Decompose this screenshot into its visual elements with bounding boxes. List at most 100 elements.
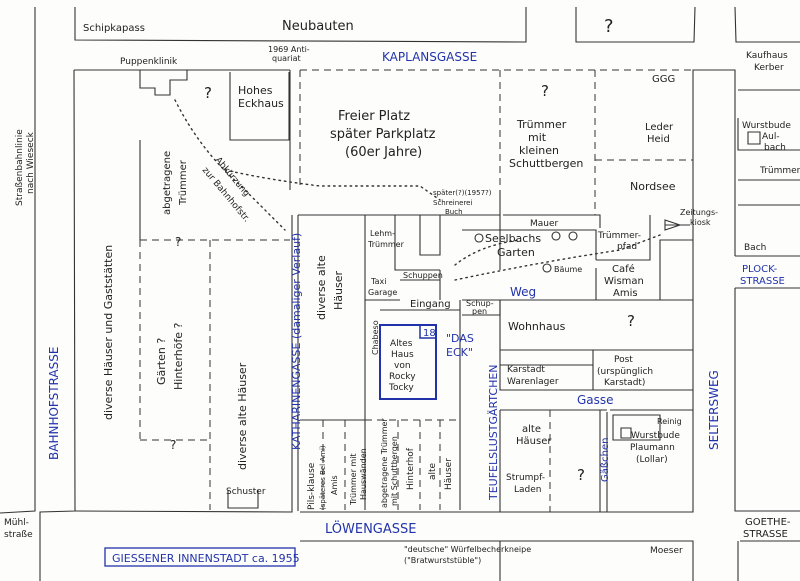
label-zeitungskiosk-2: kiosk xyxy=(690,218,711,227)
house-number-box xyxy=(419,324,437,339)
label-diverse-gast: diverse Häuser und Gaststätten xyxy=(102,245,115,420)
dashed-lines xyxy=(139,69,736,512)
question-top: ? xyxy=(604,16,614,37)
label-wurstbude-2: Aul- xyxy=(762,132,780,142)
das-eck-building xyxy=(379,324,437,400)
street-weg: Weg xyxy=(510,285,536,299)
label-abg-schutt-1: abgetragene Trümmer xyxy=(380,418,389,508)
street-neubauten: Neubauten xyxy=(282,19,354,34)
label-baeume: Bäume xyxy=(554,265,582,274)
tree-markers xyxy=(474,231,578,273)
label-freier-3: (60er Jahre) xyxy=(345,145,422,160)
label-karstadt-2: Warenlager xyxy=(507,377,559,387)
label-bach: Bach xyxy=(744,243,766,253)
arrow-icon xyxy=(664,219,690,231)
label-altes-5: Tocky xyxy=(388,383,414,393)
label-truemmer-2: mit xyxy=(528,131,547,144)
street-gaesschen: Gäßchen xyxy=(600,437,611,482)
label-diverse-alte-1: diverse alte xyxy=(315,255,328,320)
label-chabeso: Chabeso xyxy=(371,320,380,355)
question-mid2: ? xyxy=(170,438,176,452)
label-spaeter-2: Schreinerei xyxy=(433,199,472,207)
label-strumpf-2: Laden xyxy=(514,485,541,495)
label-schuster: Schuster xyxy=(226,487,266,497)
label-schuppen2-2: pen xyxy=(472,307,487,316)
label-daseck-2: ECK" xyxy=(446,346,473,359)
label-gaerten-1: Gärten ? xyxy=(155,338,168,385)
street-bahnhofstrasse: BAHNHOFSTRASSE xyxy=(47,347,61,460)
label-pils-2: (späteres Bel Ami) xyxy=(319,445,327,510)
dotted-paths xyxy=(174,99,661,281)
street-schipkapass: Schipkapass xyxy=(83,23,145,34)
street-goethestrasse-2: STRASSE xyxy=(743,529,788,540)
label-kneipe-2: ("Bratwurststüble") xyxy=(404,556,481,565)
label-truemmerpfad-2: pfad xyxy=(617,242,637,252)
label-mauer: Mauer xyxy=(530,219,559,229)
label-altes-2: Haus xyxy=(391,350,414,360)
label-abg-schutt-2: mit Schuttbergen xyxy=(390,436,399,506)
question-alte: ? xyxy=(577,466,585,484)
label-spaeter-3: Buch xyxy=(445,208,463,216)
label-gaerten-2: Hinterhöfe ? xyxy=(172,322,185,390)
label-eingang: Eingang xyxy=(410,299,451,310)
label-taxi-1: Taxi xyxy=(370,277,386,286)
label-schuppen: Schuppen xyxy=(403,271,443,280)
street-muehlstrasse-1: Mühl- xyxy=(4,518,29,528)
label-alte-h-1: alte xyxy=(428,462,438,480)
tram-label-1: Straßenbahnlinie xyxy=(15,129,25,206)
label-reinig: Reinig xyxy=(657,417,682,426)
question-mid1: ? xyxy=(175,235,181,249)
label-nordsee: Nordsee xyxy=(630,180,676,193)
title-box xyxy=(104,547,296,567)
tram-label-2: nach Wieseck xyxy=(26,131,36,194)
street-goethestrasse-1: GOETHE- xyxy=(745,517,791,528)
label-kaufhaus-2: Kerber xyxy=(754,63,784,73)
street-gasse: Gasse xyxy=(577,393,614,407)
label-cafe-2: Wisman xyxy=(604,276,644,287)
label-leder-1: Leder xyxy=(645,122,674,133)
label-cafe-1: Café xyxy=(612,263,635,275)
label-altes-1: Altes xyxy=(390,339,413,349)
question-truemmer: ? xyxy=(541,82,549,100)
street-loewengasse: LÖWENGASSE xyxy=(325,520,417,537)
label-abgetragen-1: abgetragene xyxy=(162,151,173,215)
label-wurstbude-p-1: Wurstbude xyxy=(631,431,680,441)
label-seelbachs-2: Garten xyxy=(497,246,535,259)
label-ggg: GGG xyxy=(652,74,675,85)
label-altes-4: Rocky xyxy=(389,372,416,382)
label-hinterhof: Hinterhof xyxy=(406,447,416,490)
label-truemmer-r: Trümmer xyxy=(759,166,800,176)
label-seelbachs-1: Seelbachs xyxy=(485,232,541,245)
street-katharinengasse: KATHARINENGASSE (damaliger Verlauf) xyxy=(290,233,303,450)
label-kaufhaus-1: Kaufhaus xyxy=(746,51,788,61)
label-kneipe-1: "deutsche" Würfelbecherkneipe xyxy=(404,545,531,554)
label-daseck-1: "DAS xyxy=(446,332,474,345)
map-title: GIESSENER INNENSTADT ca. 1955 xyxy=(112,552,300,565)
label-hohes-1: Hohes xyxy=(238,84,273,97)
label-pils-3: Amis xyxy=(330,475,339,495)
label-freier-2: später Parkplatz xyxy=(330,127,436,142)
label-antiquariat-1: 1969 Anti- xyxy=(268,45,310,54)
street-teufelslustgaertchen: TEUFELSLUSTGÄRTCHEN xyxy=(487,364,500,501)
label-taxi-2: Garage xyxy=(368,288,397,297)
label-lehm-1: Lehm- xyxy=(370,229,395,238)
label-post-3: Karstadt) xyxy=(604,378,645,388)
label-abgetragen-2: Trümmer xyxy=(178,159,189,206)
label-truemmer-1: Trümmer xyxy=(516,118,567,131)
label-strumpf-1: Strumpf- xyxy=(506,473,545,483)
label-wurstbude-3: bach xyxy=(764,143,786,153)
street-lines xyxy=(0,6,800,581)
label-alte-haeuser-2: Häuser xyxy=(516,436,552,447)
label-moeser: Moeser xyxy=(650,546,683,556)
label-diverse-alte-b: diverse alte Häuser xyxy=(236,362,249,470)
label-alte-haeuser-1: alte xyxy=(522,424,541,435)
label-truemmer-4: Schuttbergen xyxy=(509,157,583,170)
label-karstadt-1: Karstadt xyxy=(507,365,545,375)
street-seltersweg: SELTERSWEG xyxy=(707,370,721,450)
label-tr-haus-2: Hauswänden xyxy=(359,448,368,500)
label-schuppen2-1: Schup- xyxy=(466,299,494,308)
street-plockstrasse-2: STRASSE xyxy=(740,276,785,287)
label-leder-2: Heid xyxy=(647,134,670,145)
